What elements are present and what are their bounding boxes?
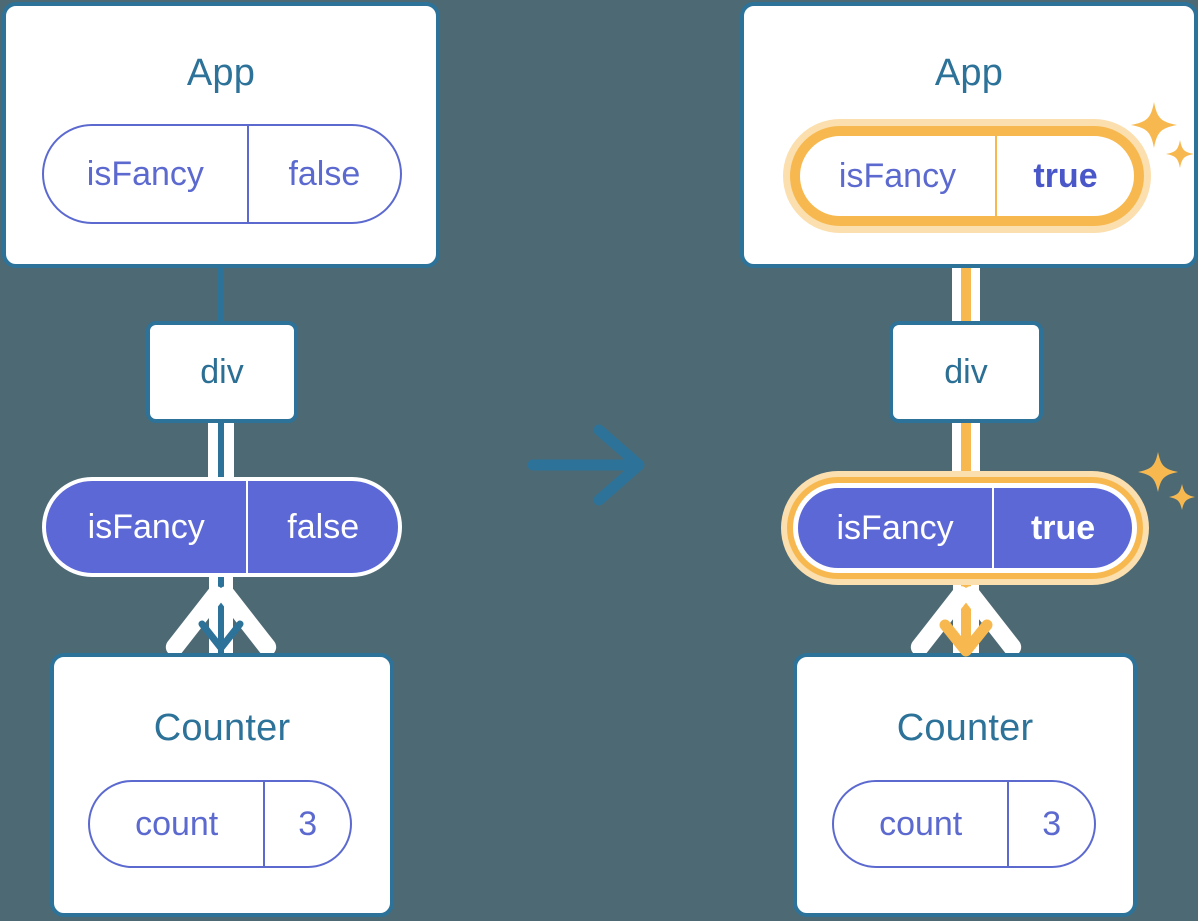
transition-arrow-right-icon — [527, 424, 645, 506]
state-key: count — [135, 804, 219, 843]
sparkle-cluster-prop-after — [1138, 452, 1195, 510]
prop-key: isFancy — [87, 507, 205, 546]
app-title-after: App — [934, 52, 1004, 94]
state-key: isFancy — [838, 156, 957, 195]
prop-key: isFancy — [836, 508, 954, 547]
wire-app-to-div-before — [218, 262, 224, 324]
state-pill-count-counter-after: count 3 — [832, 780, 1096, 868]
prop-pill-isfancy-after: isFancy true — [793, 483, 1137, 573]
prop-value: false — [246, 481, 398, 573]
state-pill-count-counter-before: count 3 — [88, 780, 352, 868]
node-div-before: div — [146, 321, 298, 423]
wire-div-to-prop-before — [218, 421, 224, 487]
sparkle-small-icon — [1166, 140, 1194, 168]
sparkle-large-icon — [1131, 102, 1177, 148]
sparkle-small-icon — [1169, 484, 1195, 510]
wire-prop-to-counter-before — [218, 573, 224, 655]
node-div-after: div — [889, 321, 1043, 423]
div-label-before: div — [200, 352, 244, 391]
wire-app-to-div-after — [961, 222, 971, 332]
state-pill-isfancy-app-after: isFancy true — [790, 126, 1144, 226]
arrowhead-to-counter-before — [198, 620, 244, 652]
prop-value: true — [992, 488, 1132, 568]
wire-prop-to-counter-after — [961, 570, 971, 658]
counter-title-after: Counter — [896, 707, 1034, 749]
state-value: 3 — [263, 782, 350, 866]
arrowhead-to-counter-after — [939, 619, 993, 657]
state-key: count — [879, 804, 963, 843]
div-label-after: div — [944, 352, 988, 391]
sparkle-cluster-app-after — [1131, 102, 1194, 168]
state-value: 3 — [1007, 782, 1094, 866]
state-value: false — [246, 126, 400, 222]
prop-pill-isfancy-before: isFancy false — [42, 477, 402, 577]
wire-div-to-prop-after — [961, 421, 971, 487]
state-value: true — [995, 136, 1134, 216]
counter-title-before: Counter — [153, 707, 291, 749]
sparkle-large-icon — [1138, 452, 1178, 492]
state-key: isFancy — [86, 154, 204, 193]
app-title-before: App — [186, 52, 256, 94]
state-pill-isfancy-app-before: isFancy false — [42, 124, 402, 224]
